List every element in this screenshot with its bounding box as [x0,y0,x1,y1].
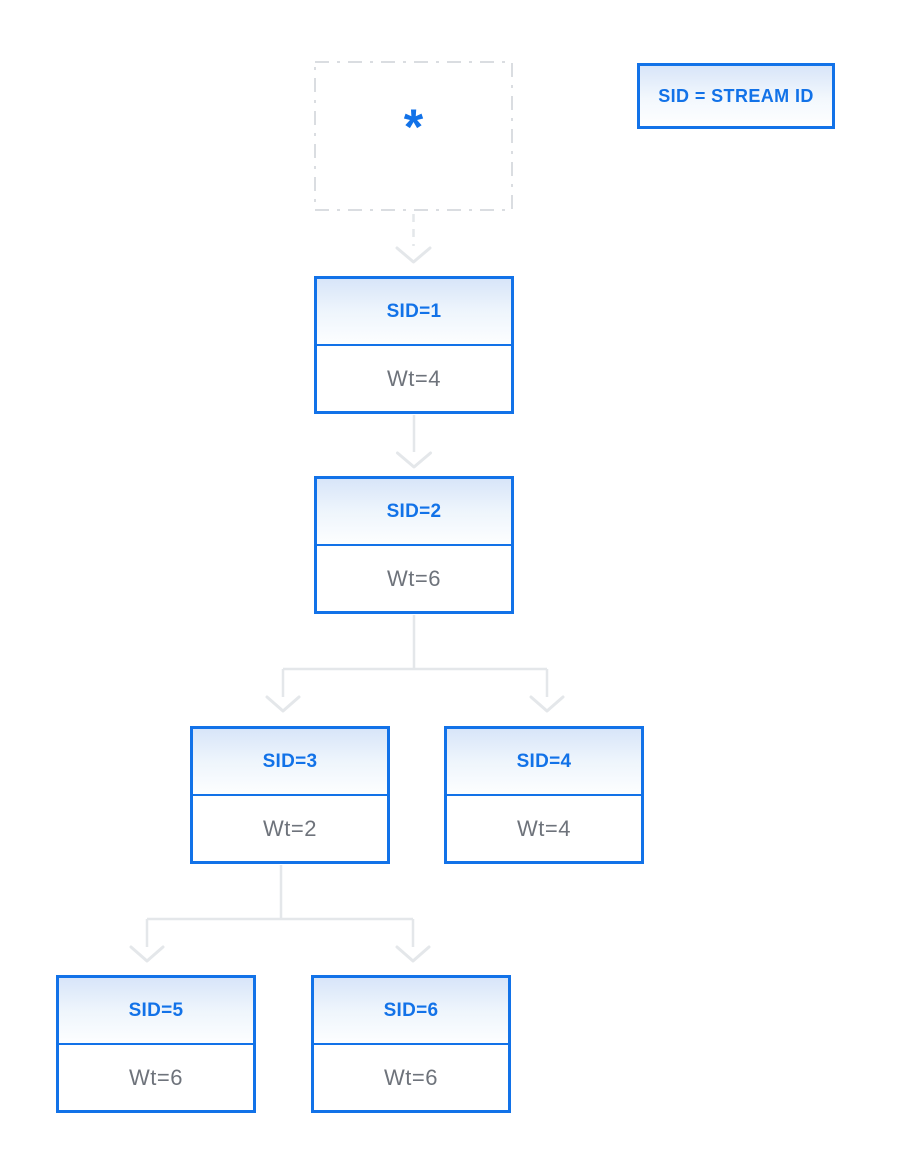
node-sid-5-header: SID=5 [59,978,253,1045]
node-sid-5-body: Wt=6 [59,1045,253,1110]
sid-label: SID=2 [386,500,442,522]
root-asterisk-symbol: * [403,99,424,155]
wt-label: Wt=2 [263,815,317,841]
node-sid-4: SID=4 Wt=4 [444,726,644,864]
node-sid-1: SID=1 Wt=4 [314,276,514,414]
arrow-down-icon [396,451,432,469]
node-sid-1-body: Wt=4 [317,346,511,411]
node-sid-3-body: Wt=2 [193,796,387,861]
wt-label: Wt=6 [129,1064,183,1090]
edge-root-sid1 [395,214,432,264]
node-sid-2: SID=2 Wt=6 [314,476,514,614]
wt-label: Wt=4 [387,365,441,391]
edge-sid2-children [265,615,565,713]
node-sid-6-body: Wt=6 [314,1045,508,1110]
arrow-down-icon [395,945,431,963]
arrow-down-icon [529,695,565,713]
arrow-down-icon [265,695,301,713]
root-node: * [314,61,513,211]
node-sid-6-header: SID=6 [314,978,508,1045]
wt-label: Wt=6 [387,565,441,591]
node-sid-3: SID=3 Wt=2 [190,726,390,864]
node-sid-3-header: SID=3 [193,729,387,796]
sid-label: SID=6 [383,999,439,1021]
legend-label: SID = STREAM ID [658,85,814,106]
node-sid-2-body: Wt=6 [317,546,511,611]
node-sid-1-header: SID=1 [317,279,511,346]
node-sid-4-header: SID=4 [447,729,641,796]
node-sid-6: SID=6 Wt=6 [311,975,511,1113]
edge-sid1-sid2 [396,415,432,469]
node-sid-5: SID=5 Wt=6 [56,975,256,1113]
sid-label: SID=3 [262,750,318,772]
node-sid-4-body: Wt=4 [447,796,641,861]
node-sid-2-header: SID=2 [317,479,511,546]
wt-label: Wt=4 [517,815,571,841]
arrow-down-icon [395,246,432,264]
root-placeholder-border [314,61,513,211]
edge-sid3-children [129,865,431,963]
sid-label: SID=1 [386,300,442,322]
sid-label: SID=5 [128,999,184,1021]
legend-box: SID = STREAM ID [637,63,835,129]
wt-label: Wt=6 [384,1064,438,1090]
sid-label: SID=4 [516,750,572,772]
arrow-down-icon [129,945,165,963]
